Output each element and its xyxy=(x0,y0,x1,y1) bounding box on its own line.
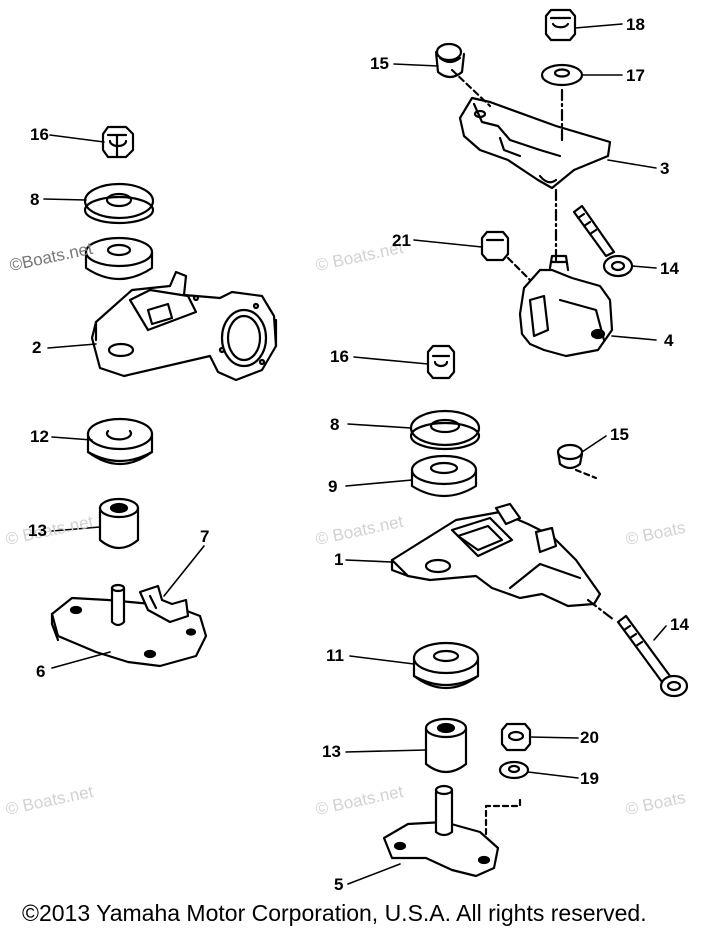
washer-8-left xyxy=(83,182,155,225)
bracket-3 xyxy=(450,68,612,190)
callout-14-lower: 14 xyxy=(670,615,689,634)
plate-6 xyxy=(50,583,208,668)
callout-14-upper: 14 xyxy=(660,259,679,278)
grommet-9 xyxy=(410,454,478,497)
bolt-14-upper xyxy=(572,204,634,278)
callout-21: 21 xyxy=(392,231,411,250)
callout-11: 11 xyxy=(326,646,344,665)
callout-20: 20 xyxy=(580,728,599,747)
cap-15-mid xyxy=(556,443,598,480)
callout-19: 19 xyxy=(580,769,599,788)
nut-16-left xyxy=(101,125,135,159)
callout-7: 7 xyxy=(200,527,210,546)
callout-15-mid: 15 xyxy=(610,425,629,444)
grommet-left-upper xyxy=(84,236,154,280)
callout-8-right: 8 xyxy=(330,415,340,434)
callout-6: 6 xyxy=(36,662,46,681)
nut-21 xyxy=(480,230,542,292)
nut-18 xyxy=(544,8,577,42)
callout-16-right: 16 xyxy=(330,347,349,366)
washer-8-right xyxy=(409,409,481,451)
callout-15-top: 15 xyxy=(370,54,389,73)
callout-5: 5 xyxy=(334,875,344,894)
washer-17 xyxy=(540,63,584,87)
nut-20 xyxy=(500,722,532,752)
callout-2: 2 xyxy=(32,338,42,357)
callout-13-right: 13 xyxy=(322,742,341,761)
grommet-11 xyxy=(412,641,480,689)
bolt-14-lower xyxy=(616,614,689,698)
callout-18: 18 xyxy=(626,15,645,34)
clip-7 xyxy=(138,584,190,624)
nut-16-right xyxy=(426,344,456,380)
mount-4 xyxy=(518,254,614,358)
bracket-1 xyxy=(390,502,602,608)
callout-9: 9 xyxy=(328,477,338,496)
callout-16-left: 16 xyxy=(30,125,49,144)
callout-8-left: 8 xyxy=(30,190,40,209)
bushing-13-right xyxy=(424,717,468,774)
copyright-notice: ©2013 Yamaha Motor Corporation, U.S.A. A… xyxy=(22,900,647,926)
callout-3: 3 xyxy=(660,159,670,178)
bracket-2 xyxy=(90,270,278,382)
callout-17: 17 xyxy=(626,66,645,85)
bushing-13-left xyxy=(98,497,140,550)
washer-19 xyxy=(498,760,530,780)
cap-15-top xyxy=(434,42,466,79)
plate-5 xyxy=(382,784,500,878)
grommet-12 xyxy=(86,417,154,465)
callout-4: 4 xyxy=(664,331,674,350)
callout-13-left: 13 xyxy=(28,521,47,540)
callout-12: 12 xyxy=(30,427,49,446)
leader-lines xyxy=(43,23,667,885)
callout-1: 1 xyxy=(334,550,344,569)
